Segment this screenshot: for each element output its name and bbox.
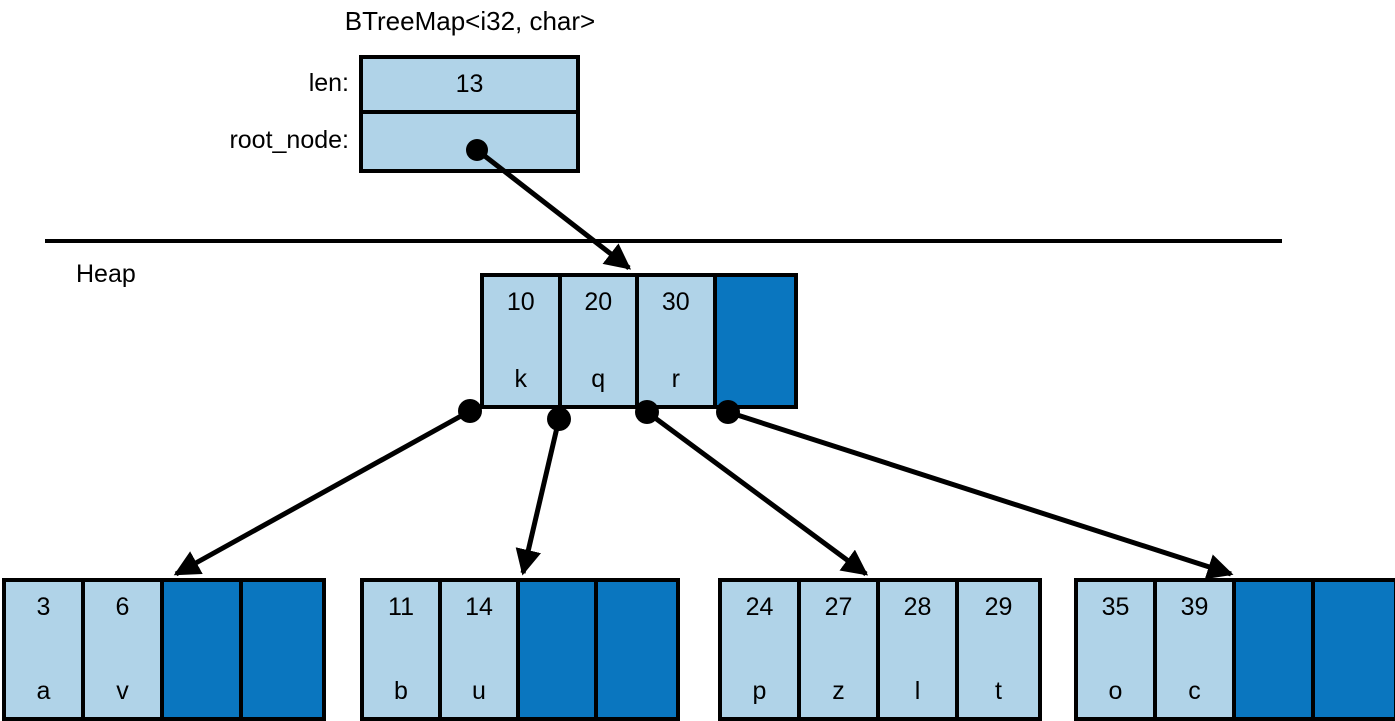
leaf-node-3: 24 p 27 z 28 l 29 t bbox=[718, 578, 1042, 721]
cell-value: t bbox=[995, 677, 1002, 705]
cell-key: 20 bbox=[584, 288, 613, 316]
leaf-4-cell-1: 39 c bbox=[1157, 582, 1236, 717]
cell-value: b bbox=[394, 677, 408, 705]
root-node: 10 k 20 q 30 r bbox=[480, 273, 798, 409]
pointer-root-to-leaf-1 bbox=[173, 408, 472, 577]
cell-value: z bbox=[832, 677, 845, 705]
leaf-3-cell-2: 28 l bbox=[880, 582, 959, 717]
leaf-3-cell-0: 24 p bbox=[722, 582, 801, 717]
cell-value: a bbox=[36, 677, 51, 705]
cell-value: k bbox=[514, 365, 528, 393]
pointer-dot-child-0 bbox=[458, 399, 482, 423]
leaf-node-4: 35 o 39 c bbox=[1074, 578, 1395, 721]
cell-key: 28 bbox=[903, 593, 932, 621]
leaf-node-1: 3 a 6 v bbox=[2, 578, 326, 721]
field-label-len: len: bbox=[308, 69, 349, 97]
pointer-dot-child-1 bbox=[547, 407, 571, 431]
cell-key: 35 bbox=[1101, 593, 1130, 621]
root-node-cell-1: 20 q bbox=[561, 277, 639, 405]
root-node-cell-0: 10 k bbox=[484, 277, 562, 405]
leaf-1-cell-2-empty bbox=[164, 582, 243, 717]
leaf-node-2: 11 b 14 u bbox=[360, 578, 680, 721]
field-label-root-node: root_node: bbox=[229, 126, 349, 154]
cell-key: 24 bbox=[745, 593, 774, 621]
pointer-root-to-leaf-4 bbox=[727, 409, 1234, 580]
field-value-root-node bbox=[363, 114, 576, 169]
cell-value: q bbox=[591, 365, 606, 393]
cell-key: 30 bbox=[661, 288, 690, 316]
leaf-4-cell-3-empty bbox=[1315, 582, 1394, 717]
leaf-2-cell-0: 11 b bbox=[364, 582, 442, 717]
cell-key: 11 bbox=[388, 593, 414, 621]
leaf-3-cell-1: 27 z bbox=[801, 582, 880, 717]
cell-key: 39 bbox=[1180, 593, 1209, 621]
field-value-len: 13 bbox=[363, 59, 576, 114]
root-node-cell-3-empty bbox=[716, 277, 794, 405]
cell-value: p bbox=[752, 677, 767, 705]
cell-key: 14 bbox=[465, 593, 493, 621]
cell-value: r bbox=[671, 365, 680, 393]
leaf-1-cell-1: 6 v bbox=[85, 582, 164, 717]
cell-value: o bbox=[1108, 677, 1123, 705]
cell-value: v bbox=[116, 677, 129, 705]
cell-key: 6 bbox=[115, 593, 130, 621]
leaf-2-cell-2-empty bbox=[520, 582, 598, 717]
cell-key: 29 bbox=[984, 593, 1013, 621]
page-title: BTreeMap<i32, char> bbox=[344, 6, 596, 36]
btreemap-struct-box: 13 bbox=[359, 55, 580, 173]
pointer-root-to-leaf-2 bbox=[515, 418, 562, 576]
cell-value: c bbox=[1188, 677, 1201, 705]
leaf-1-cell-0: 3 a bbox=[6, 582, 85, 717]
cell-key: 10 bbox=[506, 288, 535, 316]
cell-key: 27 bbox=[824, 593, 853, 621]
pointer-root-to-leaf-3 bbox=[645, 409, 869, 577]
leaf-3-cell-3: 29 t bbox=[959, 582, 1038, 717]
leaf-2-cell-1: 14 u bbox=[442, 582, 520, 717]
cell-key: 3 bbox=[36, 593, 51, 621]
leaf-1-cell-3-empty bbox=[243, 582, 322, 717]
cell-value: u bbox=[472, 677, 486, 705]
leaf-4-cell-2-empty bbox=[1236, 582, 1315, 717]
root-node-cell-2: 30 r bbox=[639, 277, 717, 405]
leaf-4-cell-0: 35 o bbox=[1078, 582, 1157, 717]
leaf-2-cell-3-empty bbox=[598, 582, 676, 717]
cell-value: l bbox=[914, 677, 921, 705]
heap-section-label: Heap bbox=[76, 260, 136, 288]
